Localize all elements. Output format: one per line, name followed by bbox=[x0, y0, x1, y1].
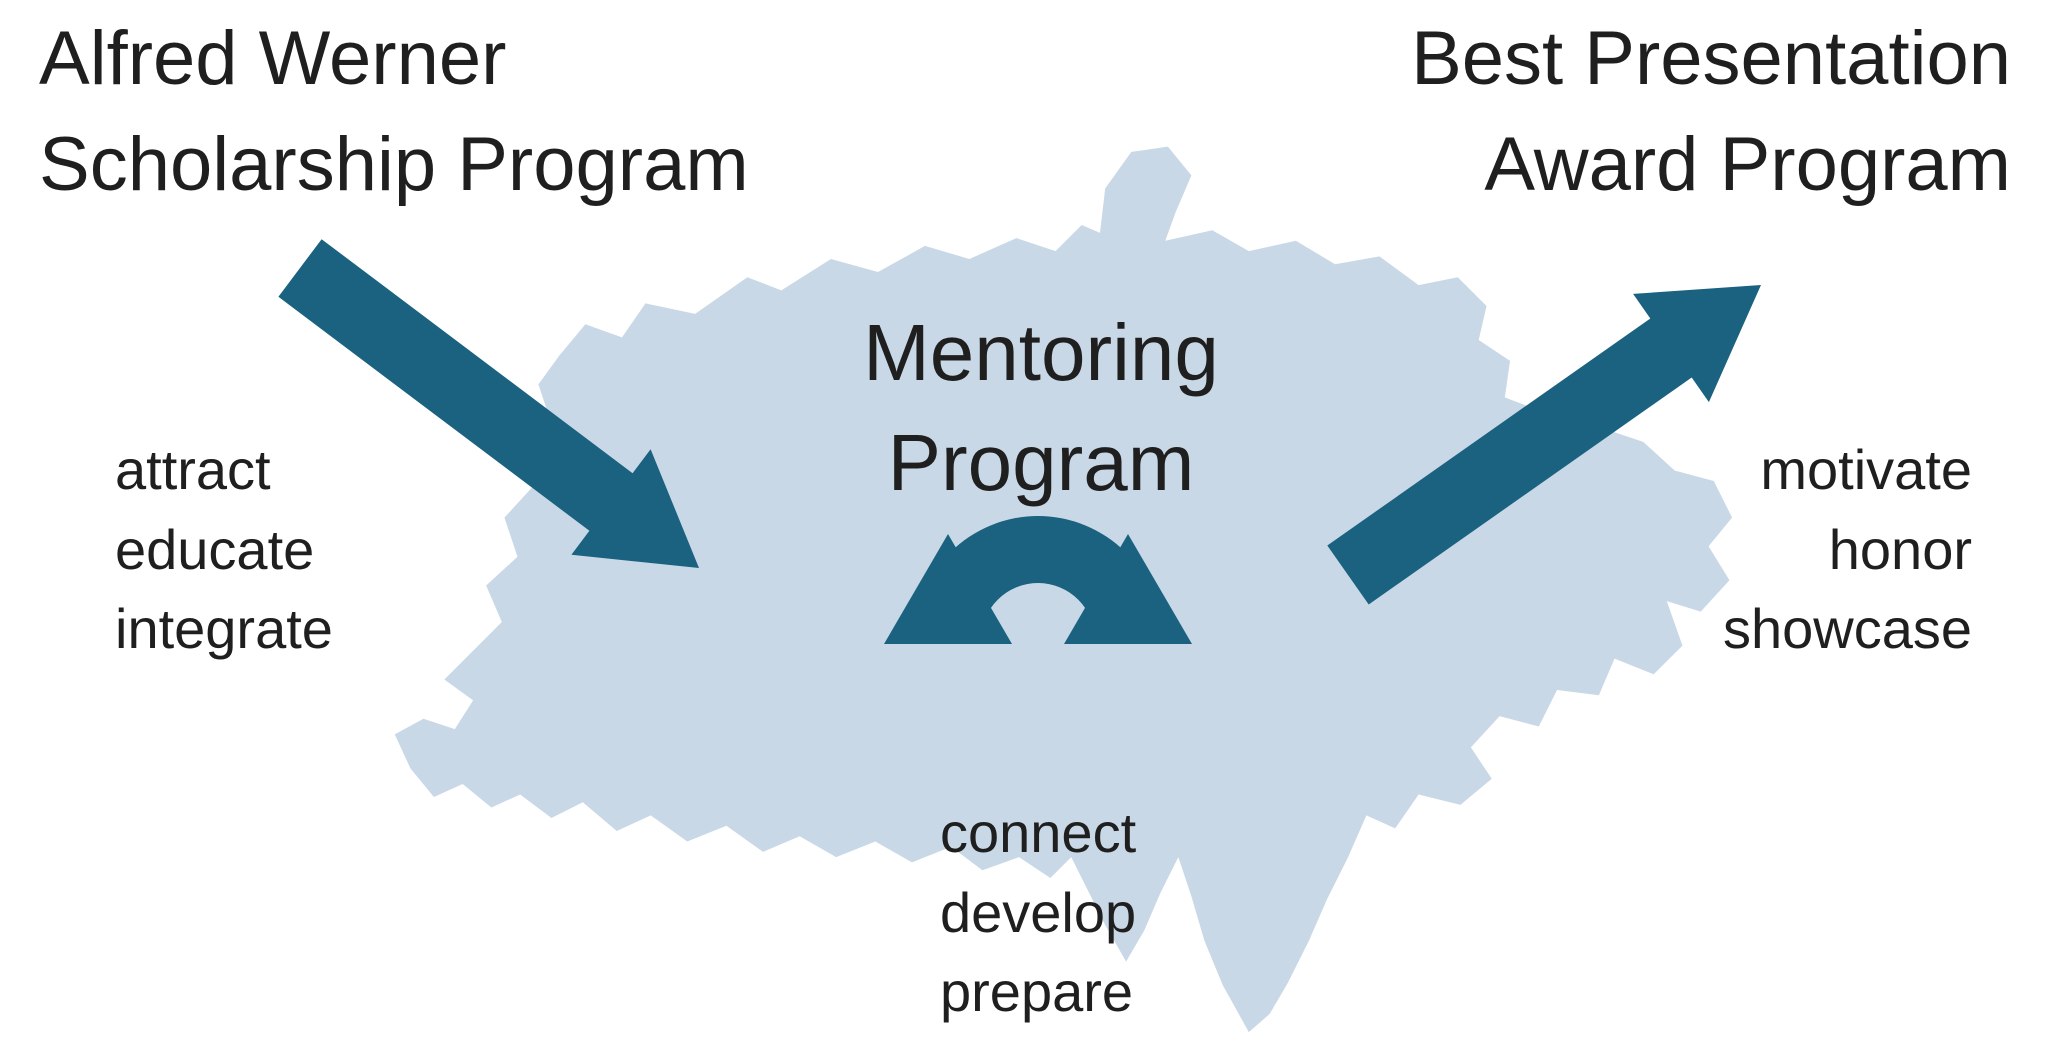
switzerland-map-shape bbox=[394, 146, 1733, 1033]
arrow-scholarship-to-mentoring-icon bbox=[278, 239, 699, 568]
mentoring-title-line2: Program bbox=[887, 418, 1195, 508]
scholarship-keyword: integrate bbox=[115, 597, 333, 661]
switzerland-map bbox=[394, 146, 1733, 1033]
award-title-line2: Award Program bbox=[1484, 122, 2011, 208]
scholarship-title-line1: Alfred Werner bbox=[39, 16, 507, 101]
award-keyword: honor bbox=[1828, 517, 1972, 581]
scholarship-title-line2: Scholarship Program bbox=[39, 122, 749, 208]
u-turn-arrow-icon bbox=[884, 516, 1192, 644]
award-keyword: motivate bbox=[1760, 438, 1972, 501]
scholarship-keywords: attract educate integrate bbox=[115, 430, 333, 669]
award-keyword: showcase bbox=[1722, 597, 1972, 661]
mentoring-program-title: Mentoring Program bbox=[741, 298, 1341, 519]
mentoring-title-line1: Mentoring bbox=[863, 308, 1219, 397]
scholarship-keyword: attract bbox=[115, 438, 271, 501]
u-turn-arrowhead-right bbox=[1064, 534, 1192, 644]
scholarship-program-title: Alfred Werner Scholarship Program bbox=[39, 6, 749, 219]
award-title-line1: Best Presentation bbox=[1411, 16, 2011, 101]
award-keywords: motivate honor showcase bbox=[1723, 430, 1972, 669]
u-turn-arrowhead-left bbox=[884, 534, 1012, 644]
mentoring-keyword: develop bbox=[940, 880, 1137, 944]
arrow-mentoring-to-award-icon bbox=[1327, 285, 1761, 605]
mentoring-keywords: connect develop prepare bbox=[940, 793, 1136, 1032]
mentoring-keyword: connect bbox=[940, 801, 1137, 864]
award-program-title: Best Presentation Award Program bbox=[1411, 6, 2011, 219]
scholarship-keyword: educate bbox=[115, 517, 315, 581]
mentoring-keyword: prepare bbox=[940, 960, 1134, 1024]
